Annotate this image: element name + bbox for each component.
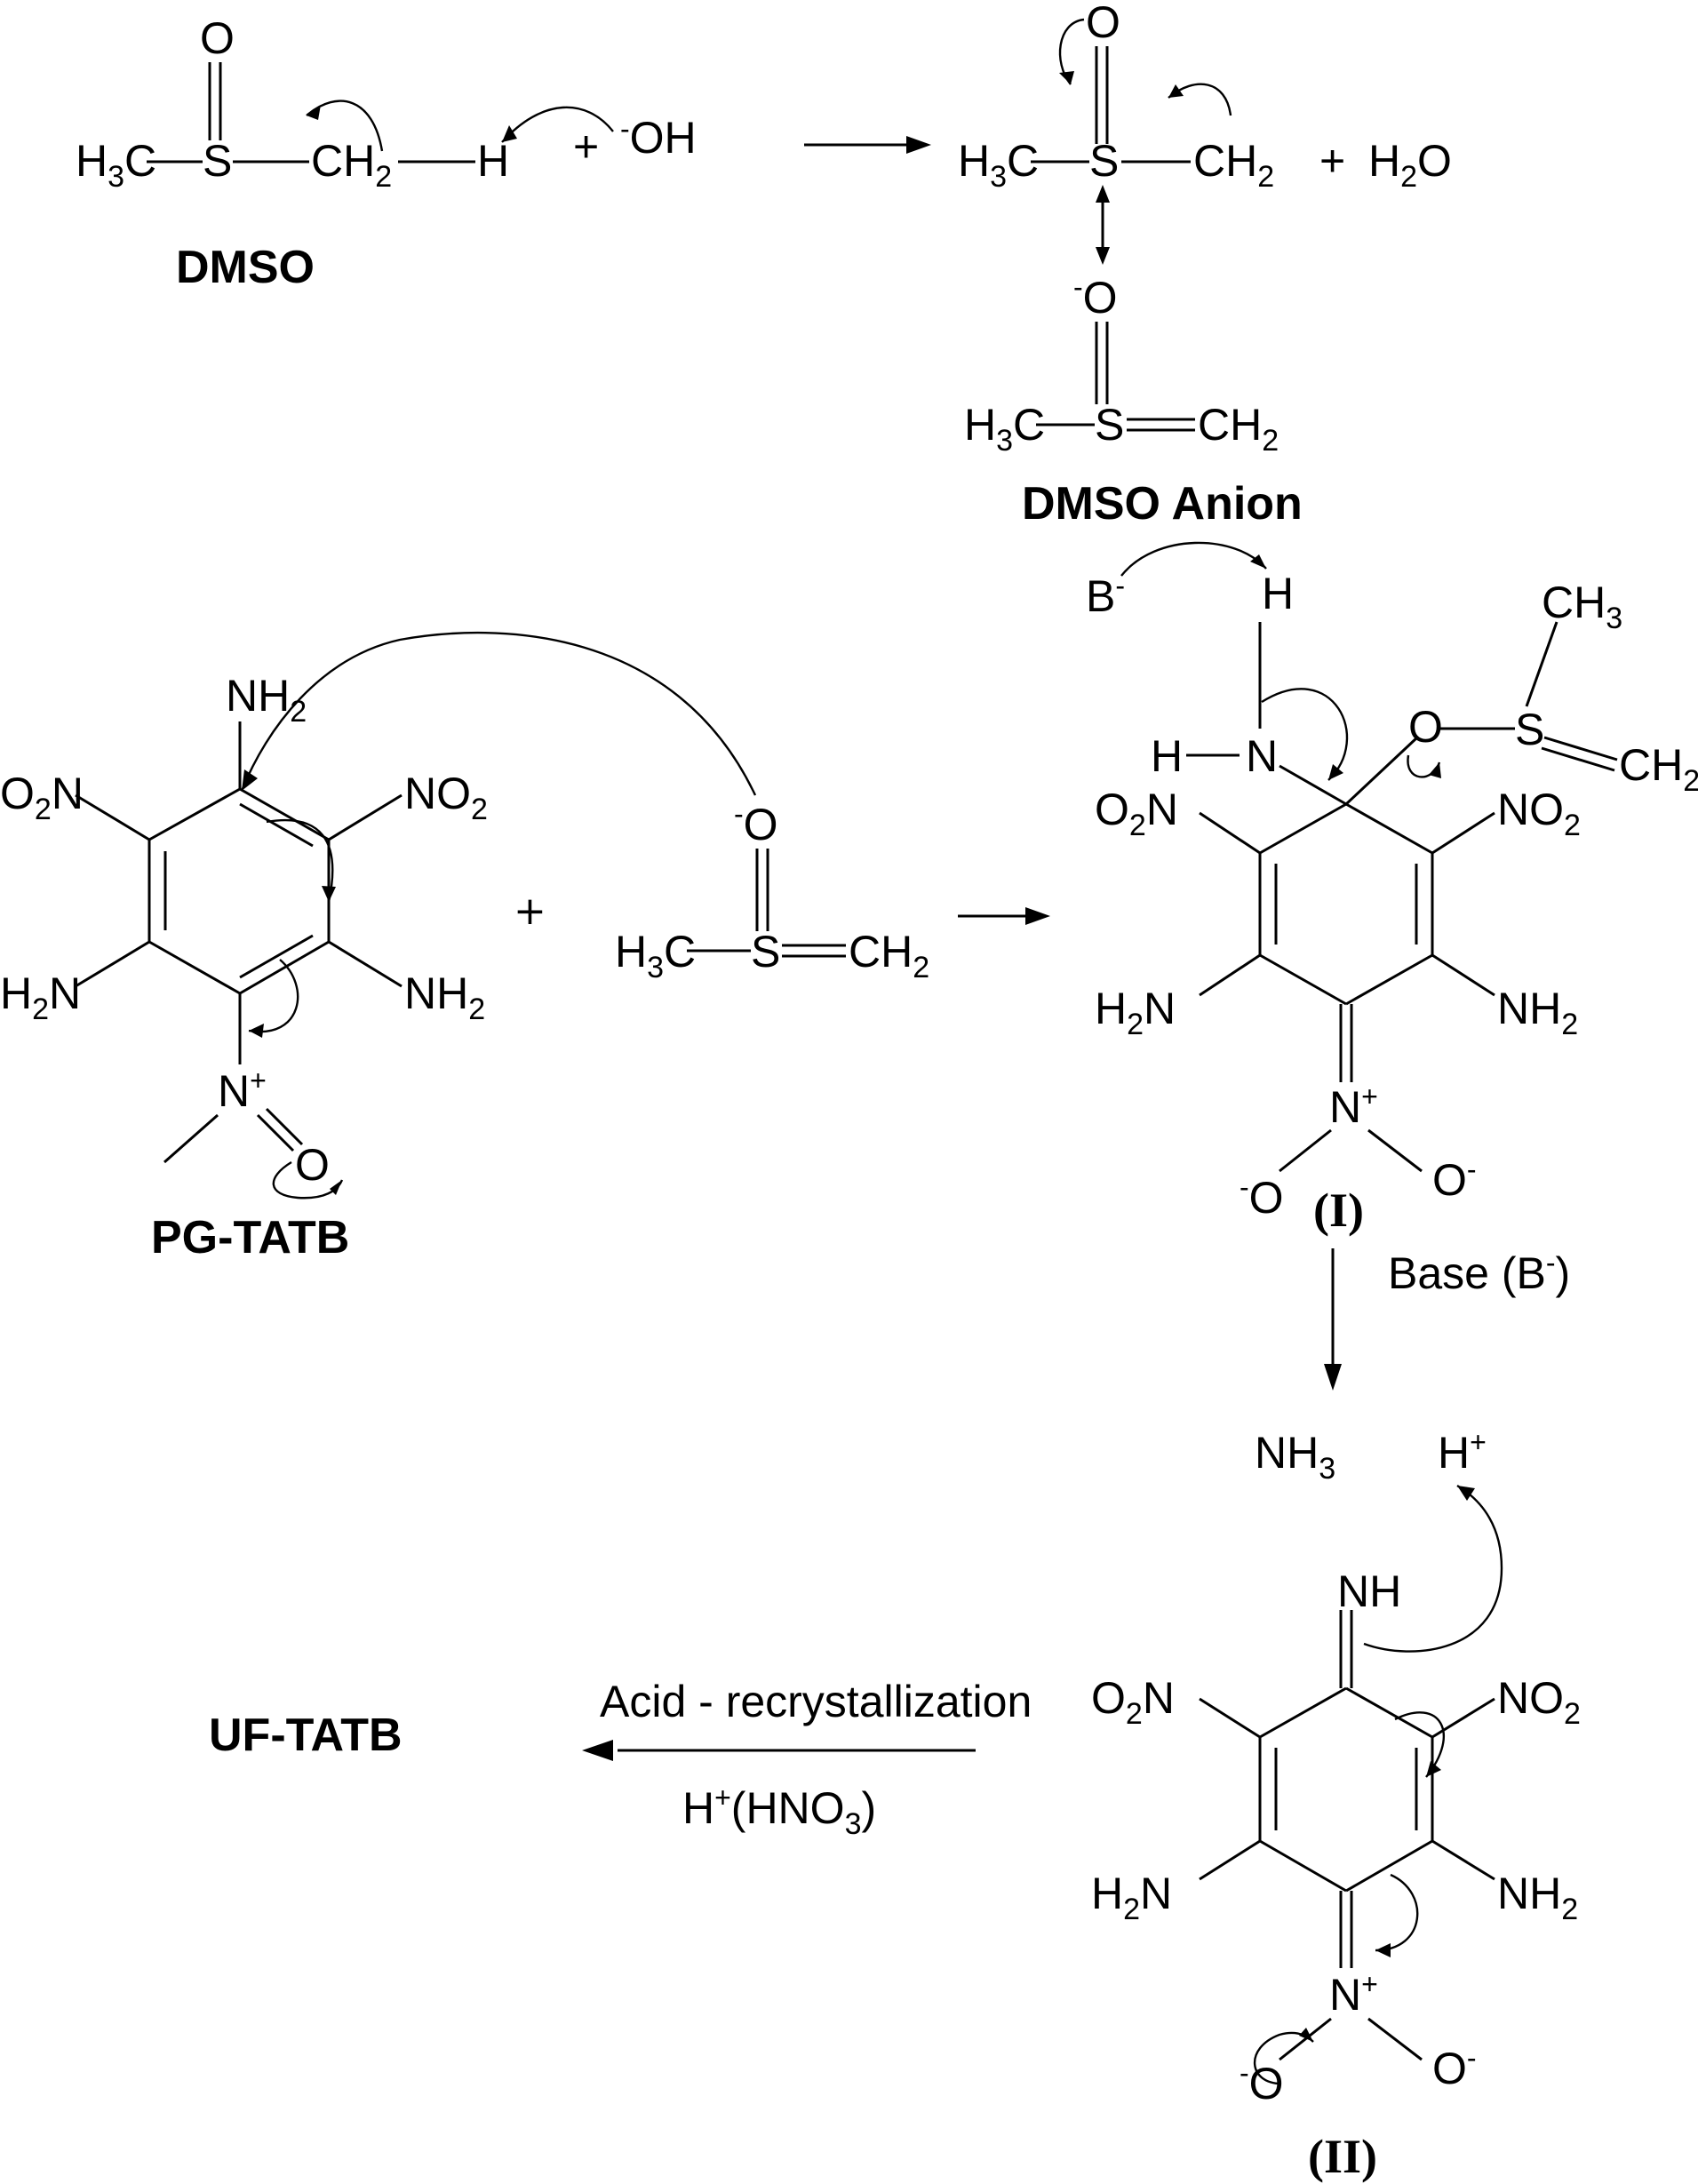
dmso-oxygen: O: [200, 13, 235, 63]
int1-oxygen-left: -O: [1240, 1171, 1284, 1223]
int1-sulfur: S: [1515, 705, 1544, 754]
curved-arrow-hydroxide: [501, 106, 614, 143]
int2-oxygen-right: O-: [1432, 2042, 1477, 2093]
pg-amino-right: NH2: [404, 968, 485, 1026]
label-intermediate-1: (I): [1313, 1184, 1364, 1237]
label-intermediate-2: (II): [1308, 2130, 1377, 2183]
reagent-methyl: H3C: [615, 927, 696, 984]
int1-oxygen-right: O-: [1432, 1153, 1477, 1205]
int1-hydrogen: H: [1262, 569, 1294, 618]
plus-sign: +: [573, 122, 599, 171]
reaction-arrow-1: [906, 136, 931, 154]
ylide-methyl: H3C: [964, 400, 1045, 458]
int1-amino-right: NH2: [1497, 984, 1578, 1041]
int1-amino-left: H2N: [1095, 984, 1176, 1041]
anion-methylene: CH2: [1193, 136, 1274, 194]
int1-ether-oxygen: O: [1408, 702, 1443, 752]
intermediate-1: B- H H N O S CH3 CH2 O2N NO2: [1086, 541, 1698, 1223]
reaction-arrow-3: [1324, 1364, 1342, 1391]
anion-sulfur: S: [1089, 136, 1119, 186]
pg-nitro-right: NO2: [404, 769, 488, 826]
int2-amino-right: NH2: [1497, 1869, 1578, 1926]
pg-amino-left: H2N: [0, 968, 81, 1026]
reagent-sulfur: S: [751, 927, 780, 976]
int1-methyl: CH3: [1542, 578, 1622, 635]
ylide-oxygen: -O: [1073, 271, 1118, 323]
pg-nitro-oxygen: O: [295, 1140, 330, 1190]
pg-amino-top: NH2: [226, 671, 307, 729]
int2-amino-left: H2N: [1091, 1869, 1172, 1926]
condition-base: Base (B-): [1388, 1247, 1570, 1298]
reagent-methylene: CH2: [849, 927, 929, 984]
int1-nitro-left: O2N: [1095, 785, 1178, 842]
dmso-methyl: H3C: [76, 136, 156, 194]
ylide-sulfur: S: [1095, 400, 1124, 450]
pg-tatb-molecule: NH2 O2N NO2 H2N NH2 N+ O: [0, 671, 488, 1200]
int2-nitro-right: NO2: [1497, 1673, 1581, 1731]
pg-nitro-left: O2N: [0, 769, 84, 826]
label-pg-tatb: PG-TATB: [151, 1212, 349, 1263]
label-dmso-anion: DMSO Anion: [1022, 478, 1303, 530]
dmso-acidic-hydrogen: H: [477, 136, 509, 186]
reagent-oxygen: -O: [734, 798, 778, 849]
dmso-methylene: CH2: [311, 136, 392, 194]
resonance-arrow: [1096, 185, 1110, 203]
dmso-anion-reagent: -O H3C S CH2: [615, 798, 929, 984]
nucleophilic-attack-arrow: [240, 631, 757, 796]
int1-nitronate-nitrogen: N+: [1329, 1080, 1378, 1132]
condition-acid-recrystallization: Acid - recrystallization: [600, 1677, 1032, 1726]
dmso-molecule: O H3C S CH2 H: [76, 13, 614, 194]
reaction-arrow-2: [1025, 907, 1050, 925]
int2-nitro-left: O2N: [1091, 1673, 1175, 1731]
ylide-methylene: CH2: [1198, 400, 1279, 458]
int2-imine: NH: [1337, 1566, 1401, 1616]
int1-nh-hydrogen: H: [1151, 731, 1183, 781]
ammonia: NH3: [1255, 1428, 1335, 1486]
dmso-anion-resonance-2: -O H3C S CH2: [964, 271, 1279, 458]
label-dmso: DMSO: [176, 242, 315, 293]
anion-methyl: H3C: [958, 136, 1039, 194]
int1-nitro-right: NO2: [1497, 785, 1581, 842]
plus-sign: +: [514, 889, 546, 934]
label-uf-tatb: UF-TATB: [209, 1710, 403, 1761]
int1-nitrogen: N: [1246, 731, 1278, 781]
pg-nitro-bottom-nitrogen: N+: [218, 1064, 267, 1116]
proton: H+: [1438, 1426, 1487, 1478]
dmso-anion-resonance-1: O H3C S CH2: [958, 0, 1274, 194]
condition-acid-reagent: H+(HNO3): [682, 1781, 876, 1841]
reaction-arrow-4: [582, 1740, 613, 1761]
int2-nitronate-nitrogen: N+: [1329, 1968, 1378, 2020]
hydroxide: -OH: [620, 113, 697, 163]
dmso-sulfur: S: [203, 136, 232, 186]
plus-sign: +: [1319, 136, 1345, 186]
intermediate-2: NH O2N NO2 H2N NH2 N+ -O O-: [1091, 1484, 1581, 2108]
int1-methylene: CH2: [1619, 740, 1698, 798]
base-b: B-: [1086, 570, 1125, 621]
water: H2O: [1368, 136, 1452, 194]
anion-oxygen: O: [1086, 0, 1120, 47]
